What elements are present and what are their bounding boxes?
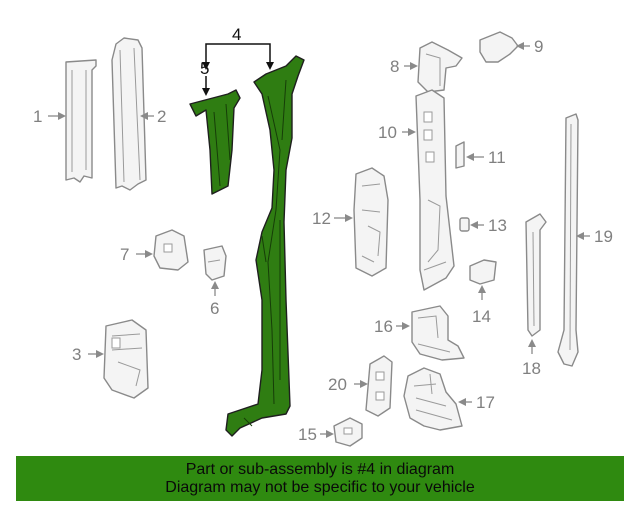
- banner-line-1: Part or sub-assembly is #4 in diagram: [185, 460, 455, 478]
- callout-6: 6: [210, 299, 219, 318]
- callout-13: 13: [488, 216, 507, 235]
- part-2[interactable]: [111, 37, 147, 191]
- leader-lines: [48, 42, 590, 438]
- callout-9: 9: [534, 37, 543, 56]
- part-5[interactable]: [189, 89, 241, 195]
- part-16[interactable]: [411, 305, 465, 361]
- part-18[interactable]: [525, 213, 547, 337]
- callout-19: 19: [594, 227, 613, 246]
- part-9[interactable]: [479, 31, 519, 63]
- part-19[interactable]: [557, 113, 579, 367]
- part-4[interactable]: [225, 55, 305, 437]
- callout-2: 2: [157, 107, 166, 126]
- callout-17: 17: [476, 393, 495, 412]
- part-15[interactable]: [333, 417, 363, 447]
- callout-7: 7: [120, 245, 129, 264]
- part-14[interactable]: [469, 259, 497, 285]
- callout-11: 11: [488, 148, 506, 167]
- callout-8: 8: [390, 57, 399, 76]
- callout-3: 3: [72, 345, 81, 364]
- part-6[interactable]: [203, 245, 227, 281]
- part-13[interactable]: [459, 217, 470, 232]
- part-17[interactable]: [403, 367, 463, 431]
- part-11[interactable]: [455, 141, 465, 169]
- callout-12: 12: [312, 209, 331, 228]
- callout-4: 4: [232, 25, 241, 44]
- part-8[interactable]: [417, 41, 463, 93]
- banner-line-2: Diagram may not be specific to your vehi…: [165, 478, 475, 496]
- part-3[interactable]: [103, 319, 149, 399]
- parts-diagram: 1 2 3 4 5 6 7 8 9 10 11 12 13 14 15 16 1…: [33, 25, 613, 447]
- callout-14: 14: [472, 307, 491, 326]
- callout-18: 18: [522, 359, 541, 378]
- callout-10: 10: [378, 123, 397, 142]
- leader-lines-highlight: [202, 43, 274, 96]
- notice-banner: Part or sub-assembly is #4 in diagram Di…: [16, 456, 624, 501]
- part-1[interactable]: [65, 59, 97, 183]
- part-7[interactable]: [153, 229, 189, 271]
- part-20[interactable]: [365, 355, 393, 417]
- callout-20: 20: [328, 375, 347, 394]
- callout-1: 1: [33, 107, 42, 126]
- callout-5: 5: [200, 59, 209, 78]
- part-10[interactable]: [415, 89, 455, 291]
- callout-16: 16: [374, 317, 393, 336]
- part-12[interactable]: [353, 167, 389, 277]
- callout-15: 15: [298, 425, 317, 444]
- callout-labels: 1 2 3 4 5 6 7 8 9 10 11 12 13 14 15 16 1…: [33, 25, 613, 444]
